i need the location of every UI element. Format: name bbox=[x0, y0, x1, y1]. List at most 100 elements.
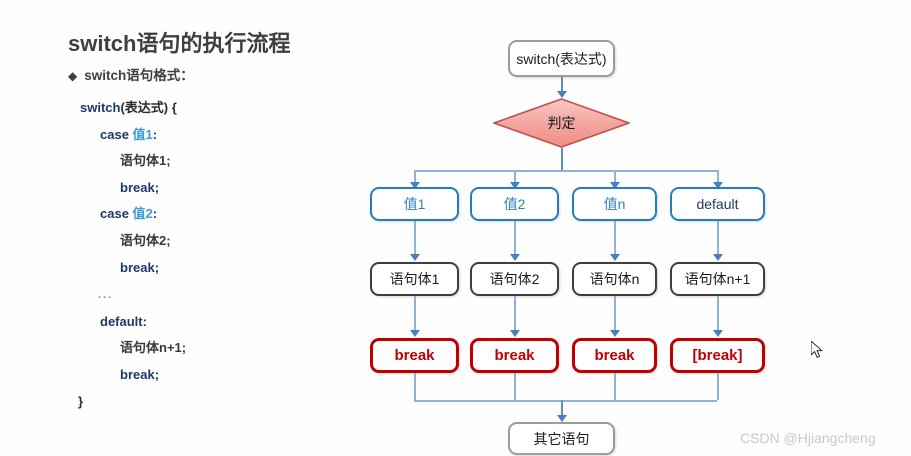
arrow-case-4-to-body bbox=[713, 254, 723, 261]
code-token: switch bbox=[80, 100, 121, 115]
mouse-cursor-icon bbox=[811, 341, 824, 359]
flow-node-break-3: break bbox=[572, 338, 657, 373]
flow-node-case-1-label: 值1 bbox=[403, 196, 426, 212]
flow-node-case-3: 值n bbox=[572, 187, 657, 221]
connector-break-3-to-merge bbox=[614, 373, 616, 400]
connector-case-3-to-body bbox=[614, 221, 616, 257]
connector-bus-to-case-2 bbox=[514, 170, 516, 187]
connector-merge-bus bbox=[414, 400, 717, 402]
code-line: 语句体n+1; bbox=[68, 335, 348, 362]
code-line: 语句体1; bbox=[68, 148, 348, 175]
code-line: break; bbox=[68, 362, 348, 389]
code-token: 语句体1; bbox=[120, 153, 171, 169]
flow-node-decision-label: 判定 bbox=[547, 115, 576, 131]
connector-bus-to-case-4 bbox=[717, 170, 719, 187]
code-line: case 值1: bbox=[68, 122, 348, 149]
connector-body-4-to-break bbox=[717, 296, 719, 333]
code-snippet: switch(表达式) { case 值1: 语句体1; break; case 值2:… bbox=[68, 95, 348, 415]
arrow-merge-to-end bbox=[557, 415, 567, 422]
diamond-bullet-icon: ◆ bbox=[68, 69, 78, 83]
connector-merge-to-end bbox=[561, 400, 563, 419]
connector-break-2-to-merge bbox=[514, 373, 516, 400]
flow-node-break-2: break bbox=[470, 338, 559, 373]
arrow-start-to-decision bbox=[557, 91, 567, 98]
code-line: break; bbox=[68, 255, 348, 282]
code-token: break; bbox=[120, 179, 160, 195]
flow-node-start: switch(表达式) bbox=[508, 40, 615, 77]
flow-node-case-2: 值2 bbox=[470, 187, 559, 221]
arrow-bus-to-case-4 bbox=[713, 182, 723, 189]
connector-start-to-decision bbox=[561, 77, 563, 93]
code-line: } bbox=[68, 389, 348, 416]
code-token: case bbox=[100, 126, 133, 142]
flowchart: switch(表达式) 判定 bbox=[360, 20, 911, 456]
flow-node-body-3-label: 语句体n bbox=[589, 271, 640, 287]
flow-node-body-1-label: 语句体1 bbox=[389, 271, 440, 287]
code-token: 语句体2; bbox=[120, 232, 171, 248]
code-token: : bbox=[152, 206, 158, 222]
code-token: default bbox=[100, 313, 143, 329]
code-line: break; bbox=[68, 175, 348, 202]
arrow-case-2-to-body bbox=[510, 254, 520, 261]
code-token: : bbox=[142, 313, 147, 329]
flow-node-case-2-label: 值2 bbox=[503, 196, 526, 212]
watermark: CSDN @Hjiangcheng bbox=[740, 430, 876, 446]
flow-node-break-4-label: [break] bbox=[692, 347, 743, 364]
code-token: case bbox=[100, 206, 133, 222]
flow-node-break-1-label: break bbox=[394, 347, 435, 364]
connector-branch-bus bbox=[414, 170, 717, 172]
code-line: ... bbox=[68, 281, 348, 309]
code-token: (表达式) { bbox=[120, 100, 177, 115]
arrow-bus-to-case-1 bbox=[410, 182, 420, 189]
flow-node-end: 其它语句 bbox=[508, 422, 615, 455]
bullet-heading-label: switch语句格式： bbox=[84, 68, 194, 83]
arrow-case-1-to-body bbox=[410, 254, 420, 261]
connector-break-4-to-merge bbox=[717, 373, 719, 400]
flow-node-case-4: default bbox=[670, 187, 765, 221]
connector-body-1-to-break bbox=[414, 296, 416, 333]
arrow-case-3-to-body bbox=[610, 254, 620, 261]
code-token: 值2 bbox=[132, 206, 153, 222]
flow-node-body-4-label: 语句体n+1 bbox=[684, 271, 751, 287]
flow-node-case-4-label: default bbox=[696, 196, 739, 212]
connector-decision-down bbox=[561, 148, 563, 171]
arrow-body-4-to-break bbox=[713, 330, 723, 337]
flow-node-break-4: [break] bbox=[670, 338, 765, 373]
code-token: : bbox=[152, 126, 158, 142]
connector-case-2-to-body bbox=[514, 221, 516, 257]
connector-case-4-to-body bbox=[717, 221, 719, 257]
flow-node-end-label: 其它语句 bbox=[533, 430, 590, 447]
arrow-body-3-to-break bbox=[610, 330, 620, 337]
code-line: case 值2: bbox=[68, 201, 348, 228]
connector-case-1-to-body bbox=[414, 221, 416, 257]
code-line: 语句体2; bbox=[68, 228, 348, 255]
flow-node-body-2-label: 语句体2 bbox=[489, 271, 540, 287]
flow-node-decision: 判定 bbox=[493, 98, 630, 148]
connector-body-2-to-break bbox=[514, 296, 516, 333]
flow-node-body-3: 语句体n bbox=[572, 262, 657, 296]
flow-node-body-1: 语句体1 bbox=[370, 262, 459, 296]
code-token: 语句体n+1; bbox=[120, 340, 187, 356]
flow-node-case-3-label: 值n bbox=[603, 196, 626, 212]
bullet-heading: ◆ switch语句格式： bbox=[68, 64, 194, 84]
arrow-body-1-to-break bbox=[410, 330, 420, 337]
code-token: 值1 bbox=[132, 126, 153, 142]
page-title: switch语句的执行流程 bbox=[68, 31, 291, 56]
flow-node-case-1: 值1 bbox=[370, 187, 459, 221]
arrow-body-2-to-break bbox=[510, 330, 520, 337]
connector-bus-to-case-1 bbox=[414, 170, 416, 187]
flow-node-body-4: 语句体n+1 bbox=[670, 262, 765, 296]
connector-break-1-to-merge bbox=[414, 373, 416, 400]
arrow-bus-to-case-3 bbox=[610, 182, 620, 189]
flow-node-break-2-label: break bbox=[494, 347, 535, 364]
code-token: ... bbox=[98, 289, 114, 302]
code-line: default: bbox=[68, 309, 348, 336]
code-token: } bbox=[78, 393, 84, 409]
connector-body-3-to-break bbox=[614, 296, 616, 333]
flow-node-break-1: break bbox=[370, 338, 459, 373]
code-token: break; bbox=[120, 259, 160, 275]
connector-bus-to-case-3 bbox=[614, 170, 616, 187]
flow-node-body-2: 语句体2 bbox=[470, 262, 559, 296]
arrow-bus-to-case-2 bbox=[510, 182, 520, 189]
